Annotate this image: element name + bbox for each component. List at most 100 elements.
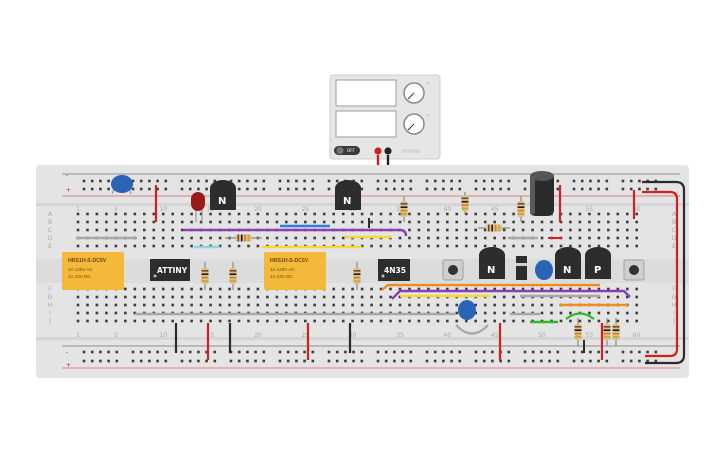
row-label-right-c: C bbox=[672, 227, 676, 234]
row-label-right-e: E bbox=[672, 243, 676, 250]
electrolytic-capacitor[interactable] bbox=[530, 171, 554, 216]
relay-2[interactable]: HRS1H-S-DC5V 1A 120V AC 1A 24V DC bbox=[264, 252, 326, 290]
resistor-5[interactable] bbox=[478, 224, 510, 232]
column-number-top-5: 5 bbox=[114, 206, 118, 213]
rail-sign-bottom-plus: + bbox=[66, 362, 71, 369]
resistor-9[interactable] bbox=[574, 318, 582, 346]
resistor-8[interactable] bbox=[353, 262, 361, 290]
attiny-label: ATTINY bbox=[157, 266, 188, 275]
column-number-bottom-10: 10 bbox=[159, 332, 167, 339]
row-label-left-f: F bbox=[48, 286, 52, 293]
column-number-bottom-35: 35 bbox=[396, 332, 404, 339]
push-button-1[interactable] bbox=[442, 259, 464, 281]
row-label-right-i: I bbox=[673, 310, 675, 317]
row-label-left-b: B bbox=[48, 219, 52, 226]
resistor-4[interactable] bbox=[225, 234, 262, 242]
column-number-top-25: 25 bbox=[301, 206, 309, 213]
resistor-10[interactable] bbox=[603, 318, 611, 346]
column-number-top-55: 55 bbox=[586, 206, 594, 213]
rail-sign-top-minus: - bbox=[66, 172, 68, 179]
positive-terminal[interactable] bbox=[374, 147, 382, 155]
relay-2-rating-dc: 1A 24V DC bbox=[270, 274, 293, 279]
negative-terminal[interactable] bbox=[384, 147, 392, 155]
transistor-n-1[interactable]: N bbox=[210, 180, 236, 210]
column-number-top-35: 35 bbox=[396, 206, 404, 213]
row-label-left-a: A bbox=[48, 211, 53, 218]
row-label-left-e: E bbox=[48, 243, 52, 250]
push-button-2[interactable] bbox=[623, 259, 645, 281]
column-number-bottom-30: 30 bbox=[349, 332, 357, 339]
rail-sign-bottom-minus: - bbox=[66, 349, 68, 356]
resistor-3[interactable] bbox=[517, 196, 525, 222]
row-label-right-j: J bbox=[672, 318, 675, 325]
row-label-left-i: I bbox=[49, 310, 51, 317]
power-switch-label: OFF bbox=[347, 148, 355, 153]
row-label-left-c: C bbox=[48, 227, 52, 234]
column-number-bottom-45: 45 bbox=[491, 332, 499, 339]
column-number-bottom-5: 5 bbox=[114, 332, 118, 339]
capacitor-right[interactable] bbox=[535, 260, 553, 280]
row-label-left-g: G bbox=[48, 294, 53, 301]
row-label-left-d: D bbox=[48, 235, 53, 242]
transistor-p-label: P bbox=[594, 265, 601, 276]
row-label-right-f: F bbox=[672, 286, 676, 293]
column-number-top-60: 60 bbox=[633, 206, 641, 213]
red-led[interactable] bbox=[191, 192, 205, 222]
row-label-left-j: J bbox=[48, 318, 51, 325]
wire-purple-top[interactable] bbox=[183, 228, 408, 237]
voltage-display bbox=[335, 79, 397, 107]
column-number-bottom-60: 60 bbox=[633, 332, 641, 339]
relay-1-model: HRS1H-S-DC5V bbox=[68, 258, 107, 264]
column-number-bottom-20: 20 bbox=[254, 332, 262, 339]
resistor-6[interactable] bbox=[201, 262, 209, 290]
capacitor-mid[interactable] bbox=[458, 300, 476, 320]
wire-orange-bottom[interactable] bbox=[381, 283, 600, 291]
column-number-bottom-1: 1 bbox=[76, 332, 80, 339]
column-number-top-40: 40 bbox=[444, 206, 452, 213]
current-display bbox=[335, 110, 397, 138]
current-knob-label: A bbox=[427, 113, 430, 117]
column-number-top-1: 1 bbox=[76, 206, 80, 213]
resistor-1[interactable] bbox=[400, 196, 408, 222]
transistor-n-3[interactable]: N bbox=[479, 247, 505, 279]
column-number-bottom-15: 15 bbox=[207, 332, 215, 339]
row-label-right-a: A bbox=[672, 211, 677, 218]
attiny-chip[interactable]: ATTINY bbox=[150, 259, 190, 281]
relay-2-model: HRS1H-S-DC5V bbox=[270, 258, 309, 264]
transistor-p[interactable]: P bbox=[585, 247, 611, 279]
right-ground-bus-wire[interactable] bbox=[642, 180, 686, 365]
wire-green-arc[interactable] bbox=[565, 312, 595, 320]
transistor-n-1-label: N bbox=[218, 196, 226, 207]
capacitor-left[interactable] bbox=[111, 175, 133, 195]
row-label-right-d: D bbox=[672, 235, 677, 242]
power-supply[interactable]: V A OFF bbox=[329, 74, 441, 160]
transistor-n-4[interactable]: N bbox=[555, 247, 581, 279]
wires[interactable] bbox=[77, 180, 686, 365]
column-number-top-20: 20 bbox=[254, 206, 262, 213]
resistors[interactable] bbox=[201, 192, 620, 346]
resistor-2[interactable] bbox=[461, 192, 469, 215]
relay-2-rating-ac: 1A 120V AC bbox=[270, 267, 295, 272]
right-power-bus-wire[interactable] bbox=[642, 190, 679, 358]
rail-sign-top-plus: + bbox=[66, 187, 71, 194]
wire-grey-arc[interactable] bbox=[455, 324, 489, 335]
column-number-top-45: 45 bbox=[491, 206, 499, 213]
transistor-n-3-label: N bbox=[487, 265, 495, 276]
voltage-knob-label: V bbox=[427, 81, 430, 85]
transistor-n-2-label: N bbox=[343, 196, 351, 207]
diode[interactable] bbox=[516, 256, 527, 280]
column-number-bottom-55: 55 bbox=[586, 332, 594, 339]
relay-1-rating-ac: 1A 120V AC bbox=[68, 267, 93, 272]
resistor-11[interactable] bbox=[612, 318, 620, 346]
wire-purple-bottom[interactable] bbox=[391, 289, 631, 300]
column-number-top-10: 10 bbox=[159, 206, 167, 213]
resistor-7[interactable] bbox=[229, 262, 237, 290]
row-label-right-g: G bbox=[672, 294, 677, 301]
transistor-n-2[interactable]: N bbox=[335, 180, 361, 210]
row-label-right-b: B bbox=[672, 219, 676, 226]
optocoupler-chip[interactable]: 4N35 bbox=[378, 259, 410, 281]
row-label-right-h: H bbox=[672, 302, 677, 309]
relay-1[interactable]: HRS1H-S-DC5V 1A 120V AC 1A 24V DC bbox=[62, 252, 124, 290]
transistor-n-4-label: N bbox=[563, 265, 571, 276]
